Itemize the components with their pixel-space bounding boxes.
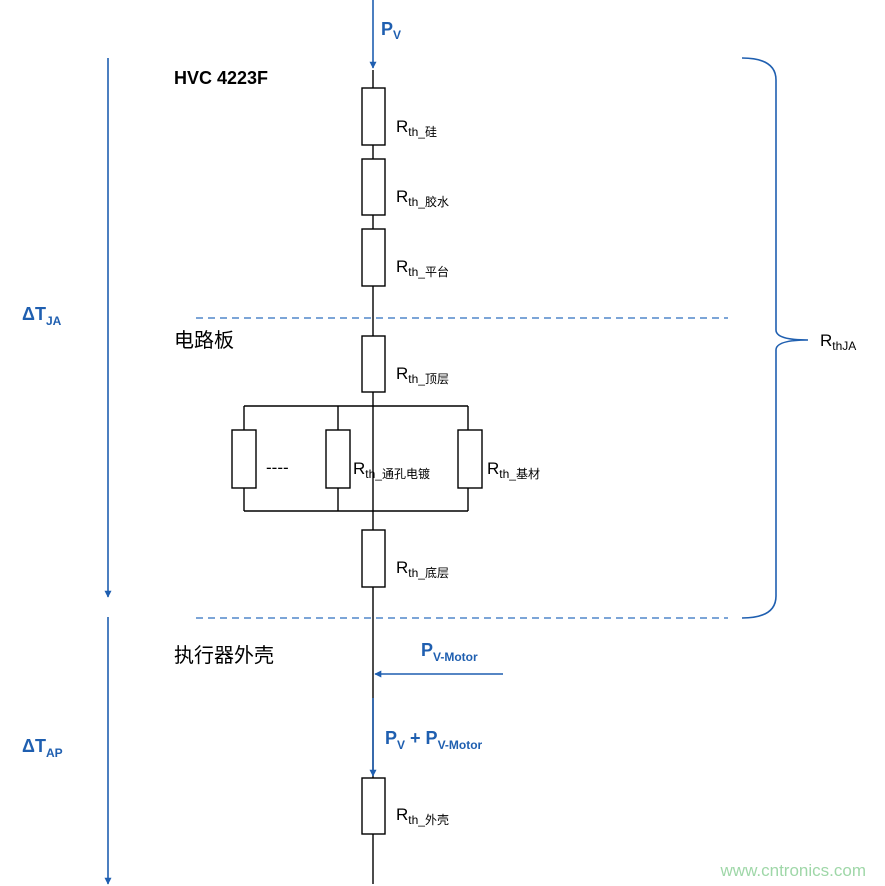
resistor-si: [361, 87, 386, 146]
section-pcb-label: 电路板: [174, 328, 234, 352]
section-housing-label: 执行器外壳: [174, 643, 274, 667]
label-resistor-via: Rth_通孔电镀: [353, 459, 430, 481]
rthja-label: RthJA: [820, 331, 856, 353]
watermark: www.cntronics.com: [720, 861, 866, 880]
resistor-platform: [361, 228, 386, 287]
label-resistor-top: Rth_顶层: [396, 364, 449, 386]
resistor-substrate: [457, 429, 483, 489]
delta-ap-label: ΔTAP: [22, 736, 63, 760]
parallel-ellipsis: ----: [266, 458, 289, 477]
input-power-label: PV: [381, 19, 401, 42]
sum-power-label: PV + PV-Motor: [385, 728, 483, 752]
motor-power-label: PV-Motor: [421, 640, 478, 664]
delta-ja-label: ΔTJA: [22, 304, 62, 328]
label-resistor-bottom: Rth_底层: [396, 558, 449, 580]
label-resistor-housing: Rth_外壳: [396, 805, 449, 827]
resistor-glue: [361, 158, 386, 216]
diagram-title: HVC 4223F: [174, 68, 268, 88]
resistor-housing: [361, 777, 386, 835]
resistor-bottom: [361, 529, 386, 588]
label-resistor-platform: Rth_平台: [396, 257, 449, 279]
resistor-top: [361, 335, 386, 393]
resistor-via: [325, 429, 351, 489]
label-resistor-si: Rth_硅: [396, 117, 437, 139]
resistor-parallel-generic: [231, 429, 257, 489]
label-resistor-substrate: Rth_基材: [487, 459, 540, 481]
rthja-brace: [741, 57, 809, 619]
label-resistor-glue: Rth_胶水: [396, 187, 449, 209]
